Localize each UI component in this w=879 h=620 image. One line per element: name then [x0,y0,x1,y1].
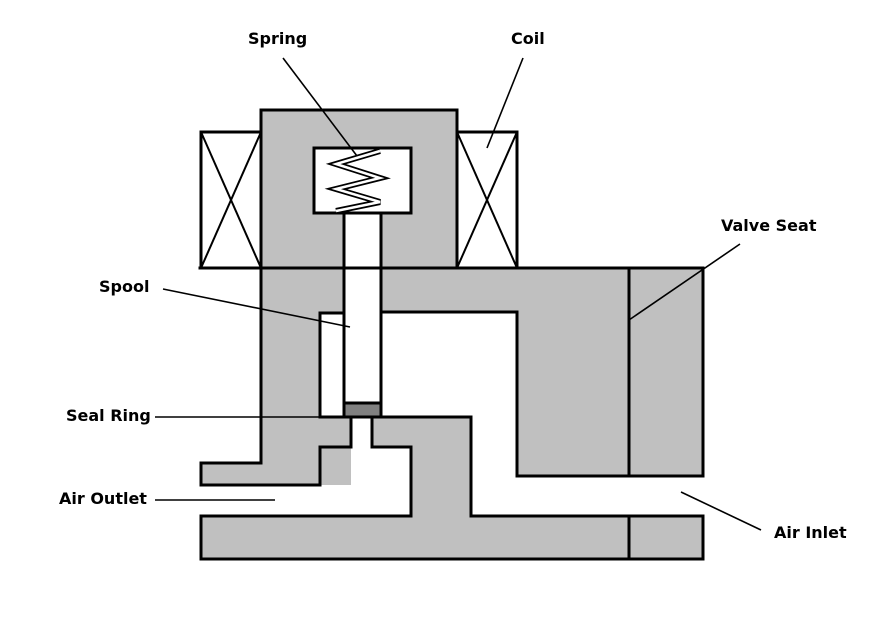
label-valve-seat: Valve Seat [721,216,817,235]
orifice [351,417,372,447]
label-coil: Coil [511,29,545,48]
spool-side-gap [320,313,344,417]
valve-seat-leader [628,243,741,321]
label-spool: Spool [99,277,149,296]
coil-right [455,130,519,270]
base-plate [201,516,703,559]
coil-leader [486,57,524,149]
spool-leader [162,288,351,328]
spool-bore [344,213,381,417]
right-block [517,268,703,476]
inlet-passage [471,417,517,476]
step-fill [320,447,351,485]
spring-icon [324,148,391,214]
air-inlet-leader [680,491,762,531]
center-stem [411,417,471,516]
label-spring: Spring [248,29,307,48]
spring-leader [282,57,358,157]
label-air-inlet: Air Inlet [774,523,847,542]
spool-right-gap [381,313,517,417]
label-air-outlet: Air Outlet [59,489,147,508]
seal-ring [342,401,383,419]
label-seal-ring: Seal Ring [66,406,151,425]
coil-left [199,130,263,270]
